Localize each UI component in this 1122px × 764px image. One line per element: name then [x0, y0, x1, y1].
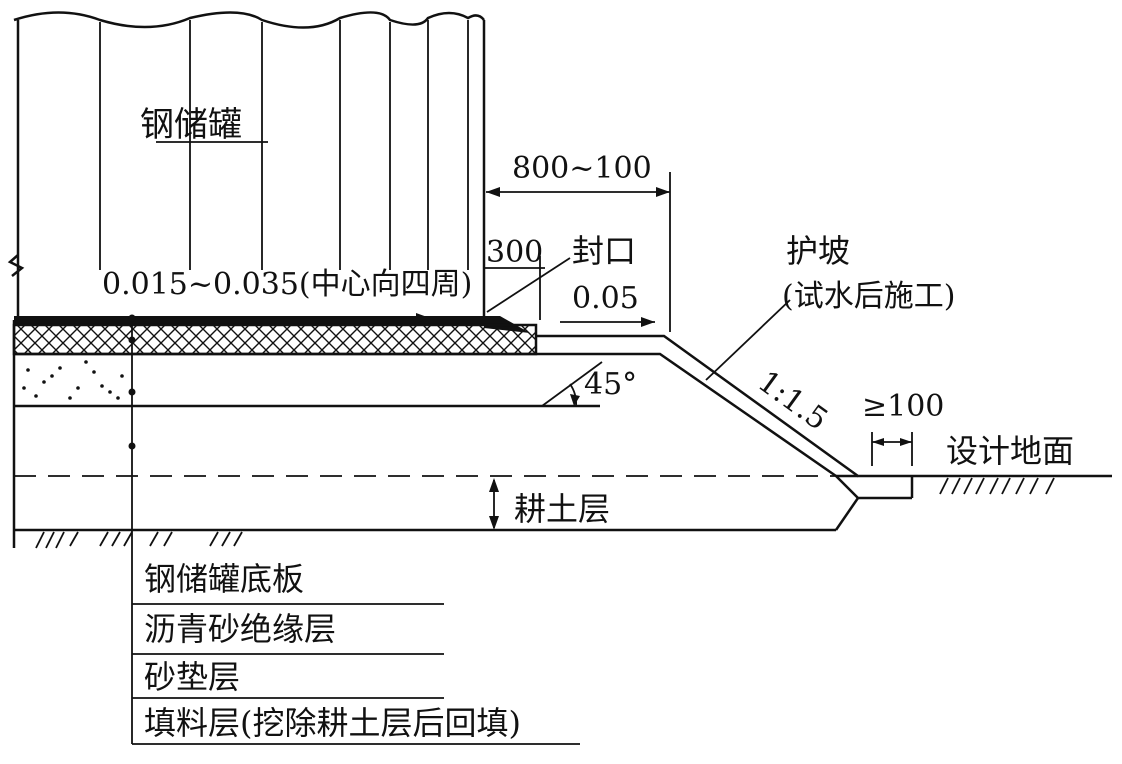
revetment-label: 护坡 — [786, 232, 850, 270]
asphalt-sand-insulation-layer — [12, 323, 538, 356]
legend-item: 填料层(挖除耕土层后回填) — [144, 704, 521, 742]
tank-label: 钢储罐 — [140, 105, 242, 145]
ground-hatching — [35, 477, 1055, 549]
seal-width-label: 300 — [486, 235, 543, 270]
steel-tank — [7, 11, 486, 320]
legend-item: 砂垫层 — [144, 658, 240, 696]
bottom-slope-label: 0.015~0.035(中心向四周) — [102, 267, 472, 302]
fill-layer — [12, 320, 836, 548]
dimension-lines — [132, 172, 913, 530]
angle-label: 45° — [584, 367, 637, 402]
min-offset-label: ≥100 — [862, 389, 944, 424]
sand-cushion-layer — [14, 352, 603, 408]
seal-label: 封口 — [572, 232, 636, 270]
legend-item: 钢储罐底板 — [144, 560, 304, 598]
legend-leader — [128, 314, 580, 745]
revetment-bank — [536, 334, 1112, 531]
design-ground-label: 设计地面 — [946, 432, 1074, 470]
topsoil-label: 耕土层 — [514, 490, 610, 528]
revetment-note-label: (试水后施工) — [782, 279, 955, 314]
gap-width-label: 800~100 — [512, 151, 652, 186]
legend-item: 沥青砂绝缘层 — [144, 610, 336, 648]
outer-slope-label: 0.05 — [572, 281, 639, 316]
